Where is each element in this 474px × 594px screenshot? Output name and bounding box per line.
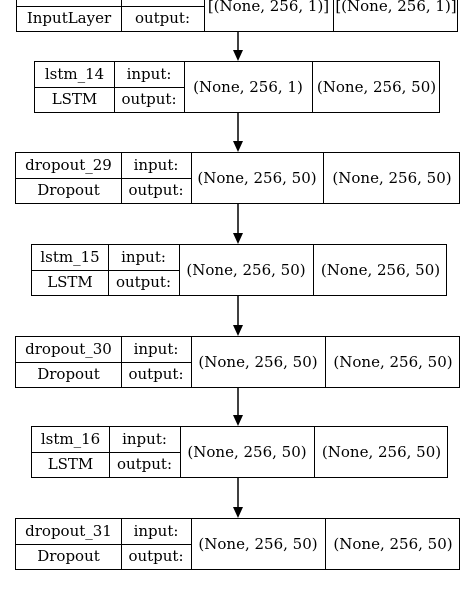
output-shape: [(None, 256, 1)] — [335, 0, 457, 15]
arrowhead-icon — [233, 325, 243, 336]
layer-name: lstm_14 — [44, 65, 105, 83]
row-divider — [16, 544, 121, 545]
output-label: output: — [121, 90, 177, 108]
input-label: input: — [133, 522, 179, 540]
cell-divider — [121, 0, 122, 31]
row-divider — [121, 544, 191, 545]
layer-type: Dropout — [37, 365, 100, 383]
output-label: output: — [128, 365, 184, 383]
cell-divider — [312, 62, 313, 112]
layer-type: LSTM — [47, 273, 93, 291]
arrowhead-icon — [233, 415, 243, 426]
layer-name: dropout_30 — [25, 340, 112, 358]
row-divider — [35, 87, 114, 88]
input-label: input: — [133, 340, 179, 358]
layer-name: lstm_16 — [40, 430, 101, 448]
row-divider — [17, 6, 121, 7]
input-shape: (None, 256, 50) — [198, 534, 318, 553]
input-label: input: — [133, 156, 179, 174]
input-shape: (None, 256, 50) — [187, 442, 307, 461]
row-divider — [32, 270, 108, 271]
output-label: output: — [134, 9, 191, 27]
cell-divider — [325, 519, 326, 569]
cell-divider — [184, 62, 185, 112]
layer-type: LSTM — [51, 90, 98, 108]
row-divider — [109, 452, 180, 453]
input-label: input: — [121, 248, 166, 266]
cell-divider — [323, 153, 324, 203]
row-divider — [108, 270, 179, 271]
input-shape: (None, 256, 50) — [186, 260, 306, 279]
layer-type: LSTM — [47, 455, 94, 473]
output-label: output: — [116, 455, 173, 473]
output-shape: (None, 256, 50) — [316, 77, 437, 96]
output-label: output: — [128, 547, 184, 565]
layer-name: dropout_29 — [25, 156, 112, 174]
row-divider — [121, 362, 191, 363]
row-divider — [121, 6, 204, 7]
output-shape: (None, 256, 50) — [333, 534, 453, 553]
row-divider — [16, 362, 121, 363]
output-shape: (None, 256, 50) — [333, 352, 453, 371]
cell-divider — [191, 519, 192, 569]
arrowhead-icon — [233, 50, 243, 61]
output-label: output: — [115, 273, 172, 291]
output-label: output: — [128, 181, 184, 199]
row-divider — [32, 452, 109, 453]
layer-type: InputLayer — [26, 9, 112, 27]
input-shape: (None, 256, 50) — [198, 352, 318, 371]
cell-divider — [333, 0, 334, 31]
layer-type: Dropout — [37, 181, 100, 199]
layer-name: lstm_15 — [40, 248, 100, 266]
cell-divider — [191, 337, 192, 387]
cell-divider — [204, 0, 205, 31]
input-shape: [(None, 256, 1)] — [207, 0, 330, 15]
layer-type: Dropout — [37, 547, 100, 565]
arrowhead-icon — [233, 141, 243, 152]
input-label: input: — [126, 65, 172, 83]
arrowhead-icon — [233, 507, 243, 518]
cell-divider — [313, 245, 314, 295]
layer-node-input: InputLayer output: [(None, 256, 1)] [(None,… — [16, 0, 458, 32]
cell-divider — [325, 337, 326, 387]
row-divider — [121, 178, 191, 179]
cell-divider — [179, 245, 180, 295]
row-divider — [114, 87, 184, 88]
output-shape: (None, 256, 50) — [332, 168, 452, 187]
output-shape: (None, 256, 50) — [320, 260, 441, 279]
input-label: input: — [122, 430, 167, 448]
input-shape: (None, 256, 50) — [197, 168, 317, 187]
cell-divider — [180, 427, 181, 477]
cell-divider — [191, 153, 192, 203]
row-divider — [16, 178, 121, 179]
layer-name: dropout_31 — [25, 522, 112, 540]
cell-divider — [314, 427, 315, 477]
arrowhead-icon — [233, 233, 243, 244]
input-shape: (None, 256, 1) — [193, 77, 303, 96]
output-shape: (None, 256, 50) — [321, 442, 442, 461]
